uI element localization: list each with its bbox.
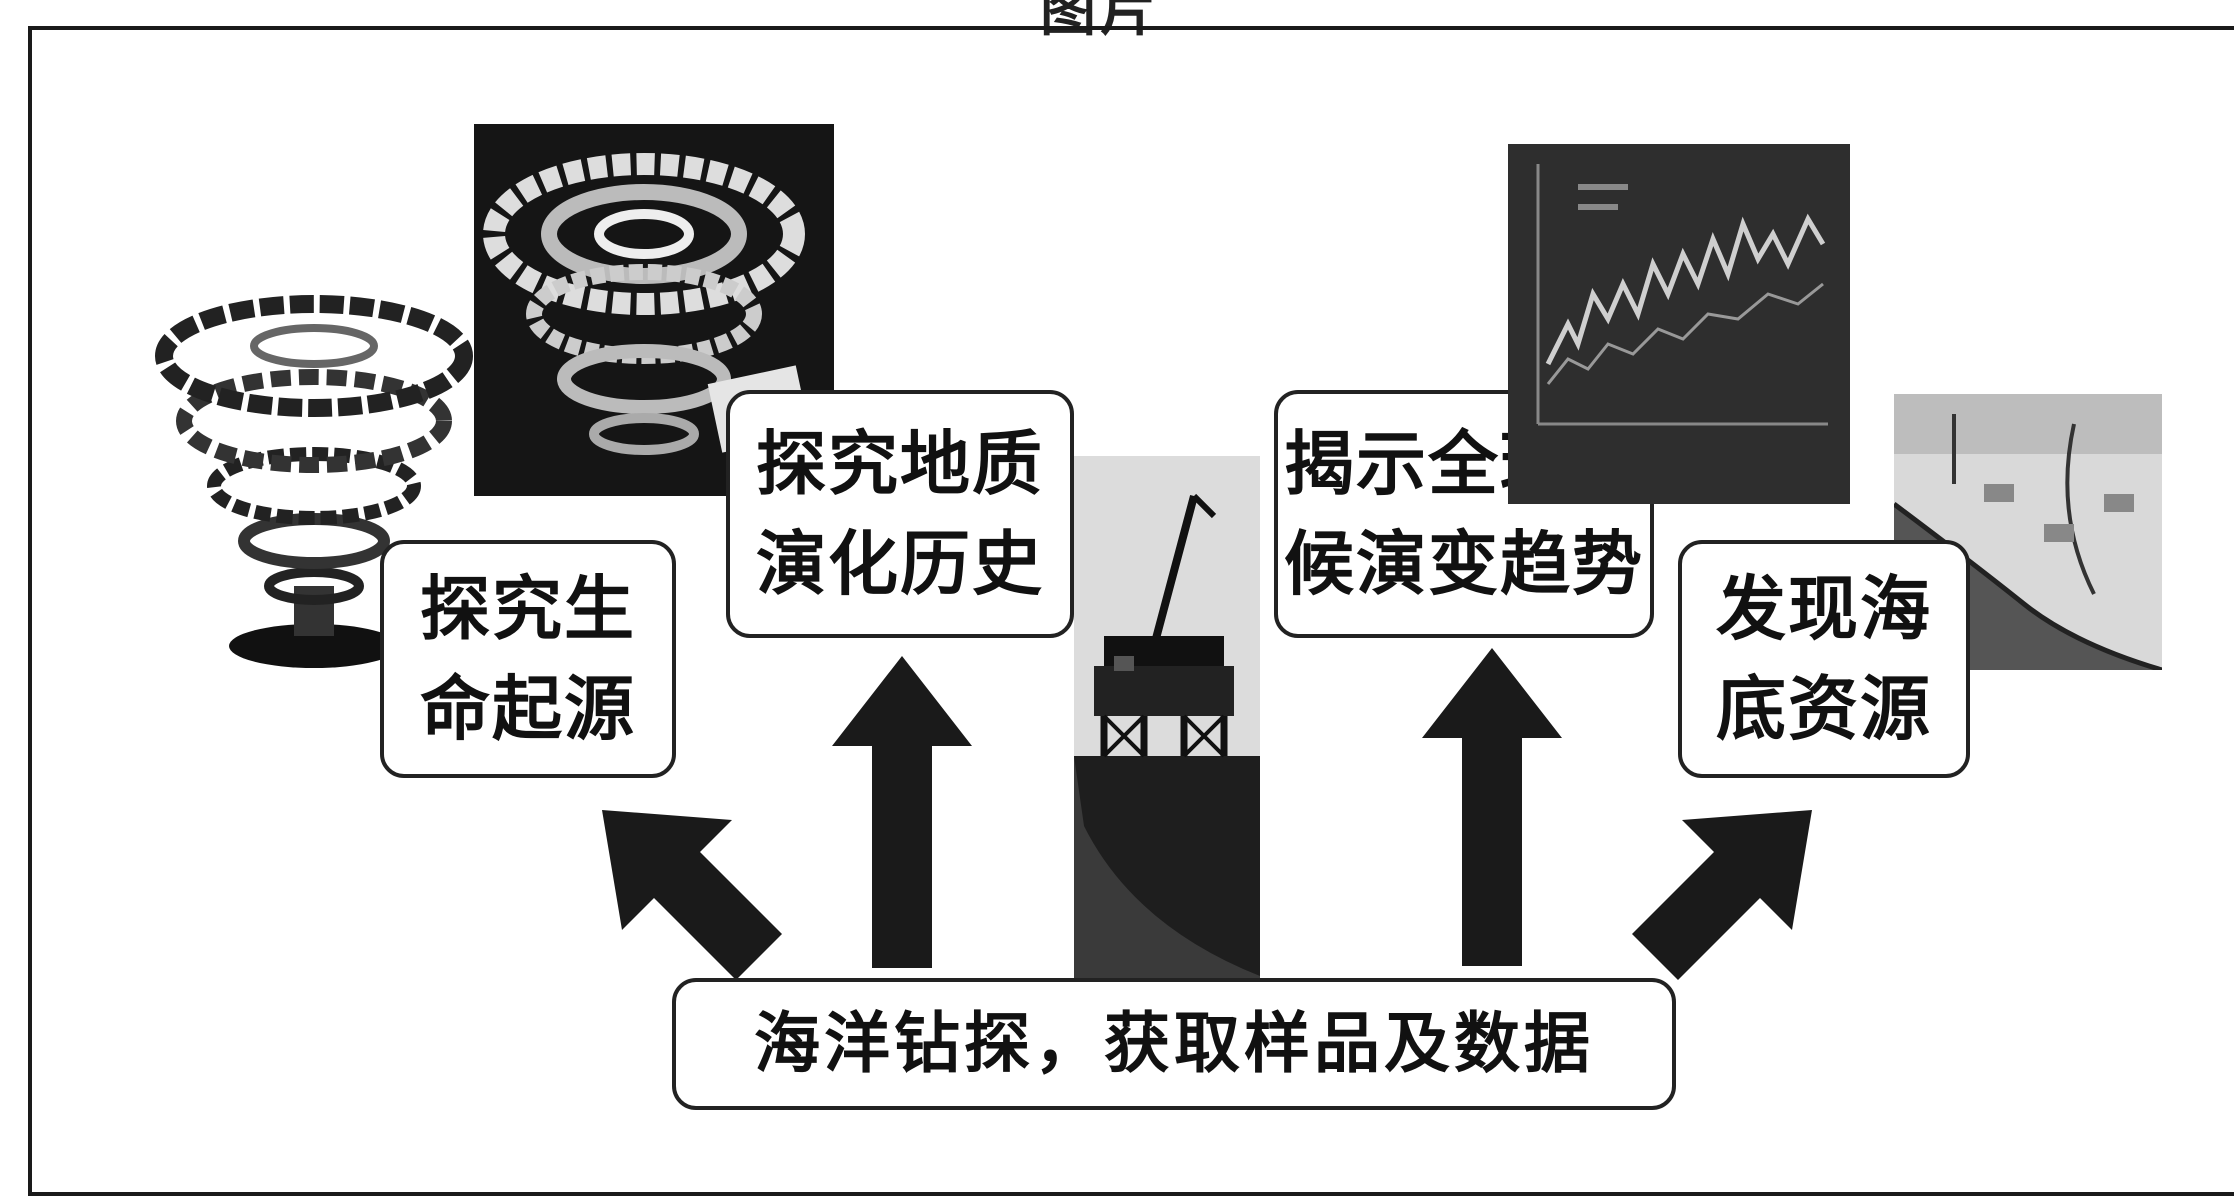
life-origin-box: 探究生 命起源: [380, 540, 676, 778]
spiral-tornado-illustration: [155, 295, 473, 668]
arrow-up-right-center-icon: [1422, 648, 1562, 966]
drilling-platform-illustration: [1074, 456, 1260, 1002]
geology-history-box: 探究地质 演化历史: [726, 390, 1074, 638]
life-origin-line1: 探究生: [420, 568, 636, 650]
seafloor-resources-box: 发现海 底资源: [1678, 540, 1970, 778]
arrow-up-left-center-icon: [832, 656, 972, 968]
arrow-up-right-icon: [1632, 810, 1812, 980]
ocean-drilling-box: 海洋钻探，获取样品及数据: [672, 978, 1676, 1110]
resources-line2: 底资源: [1716, 668, 1932, 750]
ocean-drilling-label: 海洋钻探，获取样品及数据: [754, 1005, 1594, 1082]
geology-line1: 探究地质: [756, 423, 1044, 505]
climate-line2: 候演变趋势: [1284, 523, 1644, 605]
figure-caption: 图片: [1040, 0, 1160, 44]
resources-line1: 发现海: [1716, 568, 1932, 650]
life-origin-line2: 命起源: [420, 668, 636, 750]
geology-line2: 演化历史: [756, 523, 1044, 605]
diagram-frame: 探究生 命起源 探究地质 演化历史 揭示全球气 候演变趋势: [28, 26, 2234, 1196]
climate-chart-illustration: [1508, 144, 1850, 504]
arrow-up-left-icon: [602, 810, 782, 980]
